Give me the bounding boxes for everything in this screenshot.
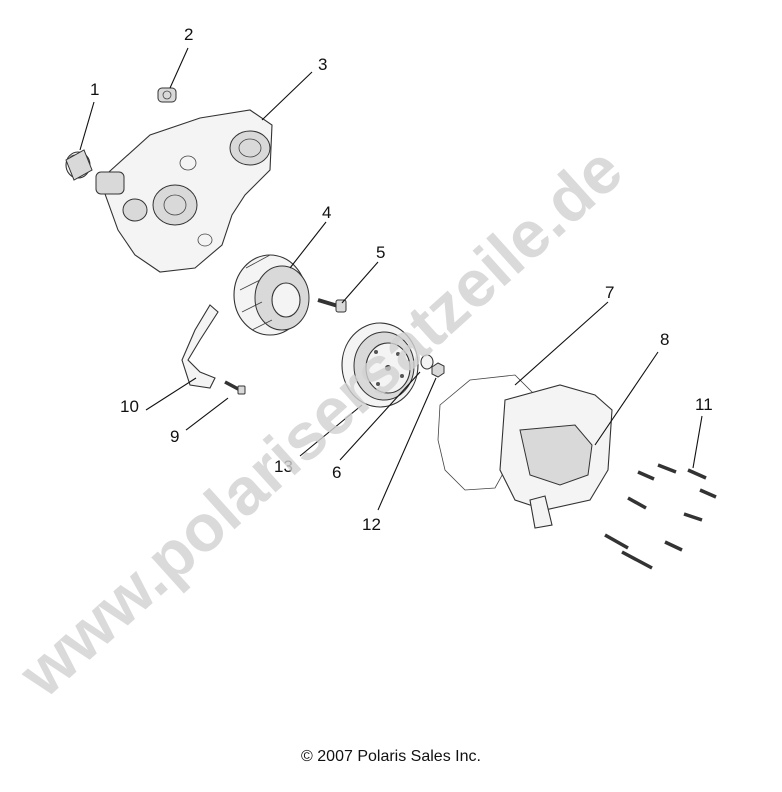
- callout-13: 13: [274, 457, 293, 476]
- part-stator: [233, 254, 310, 336]
- callout-8: 8: [660, 330, 669, 349]
- part-crankcase: [95, 109, 273, 273]
- copyright-notice: © 2007 Polaris Sales Inc.: [301, 748, 481, 765]
- part-bolt-set: [604, 463, 717, 570]
- callout-2: 2: [184, 25, 193, 44]
- callout-12: 12: [362, 515, 381, 534]
- callout-10: 10: [120, 397, 139, 416]
- callout-6: 6: [332, 463, 341, 482]
- callout-5: 5: [376, 243, 385, 262]
- callout-1: 1: [90, 80, 99, 99]
- part-nut: [431, 362, 445, 378]
- part-bearing: [157, 87, 177, 103]
- part-bracket: [181, 304, 219, 389]
- callout-9: 9: [170, 427, 179, 446]
- callout-7: 7: [605, 283, 614, 302]
- callout-3: 3: [318, 55, 327, 74]
- part-seal-ring: [65, 149, 93, 181]
- part-flywheel: [341, 322, 419, 408]
- callout-11: 11: [695, 395, 713, 414]
- leader-lines: [79, 47, 703, 511]
- part-bolt-5: [317, 298, 347, 313]
- part-stator-cover: [499, 384, 613, 529]
- callout-4: 4: [322, 203, 331, 222]
- part-washer: [420, 354, 434, 370]
- callout-labels: 1 2 3 4 5 6 7 8 9 10 11 12 13: [90, 25, 713, 534]
- part-bolt-9: [224, 380, 246, 395]
